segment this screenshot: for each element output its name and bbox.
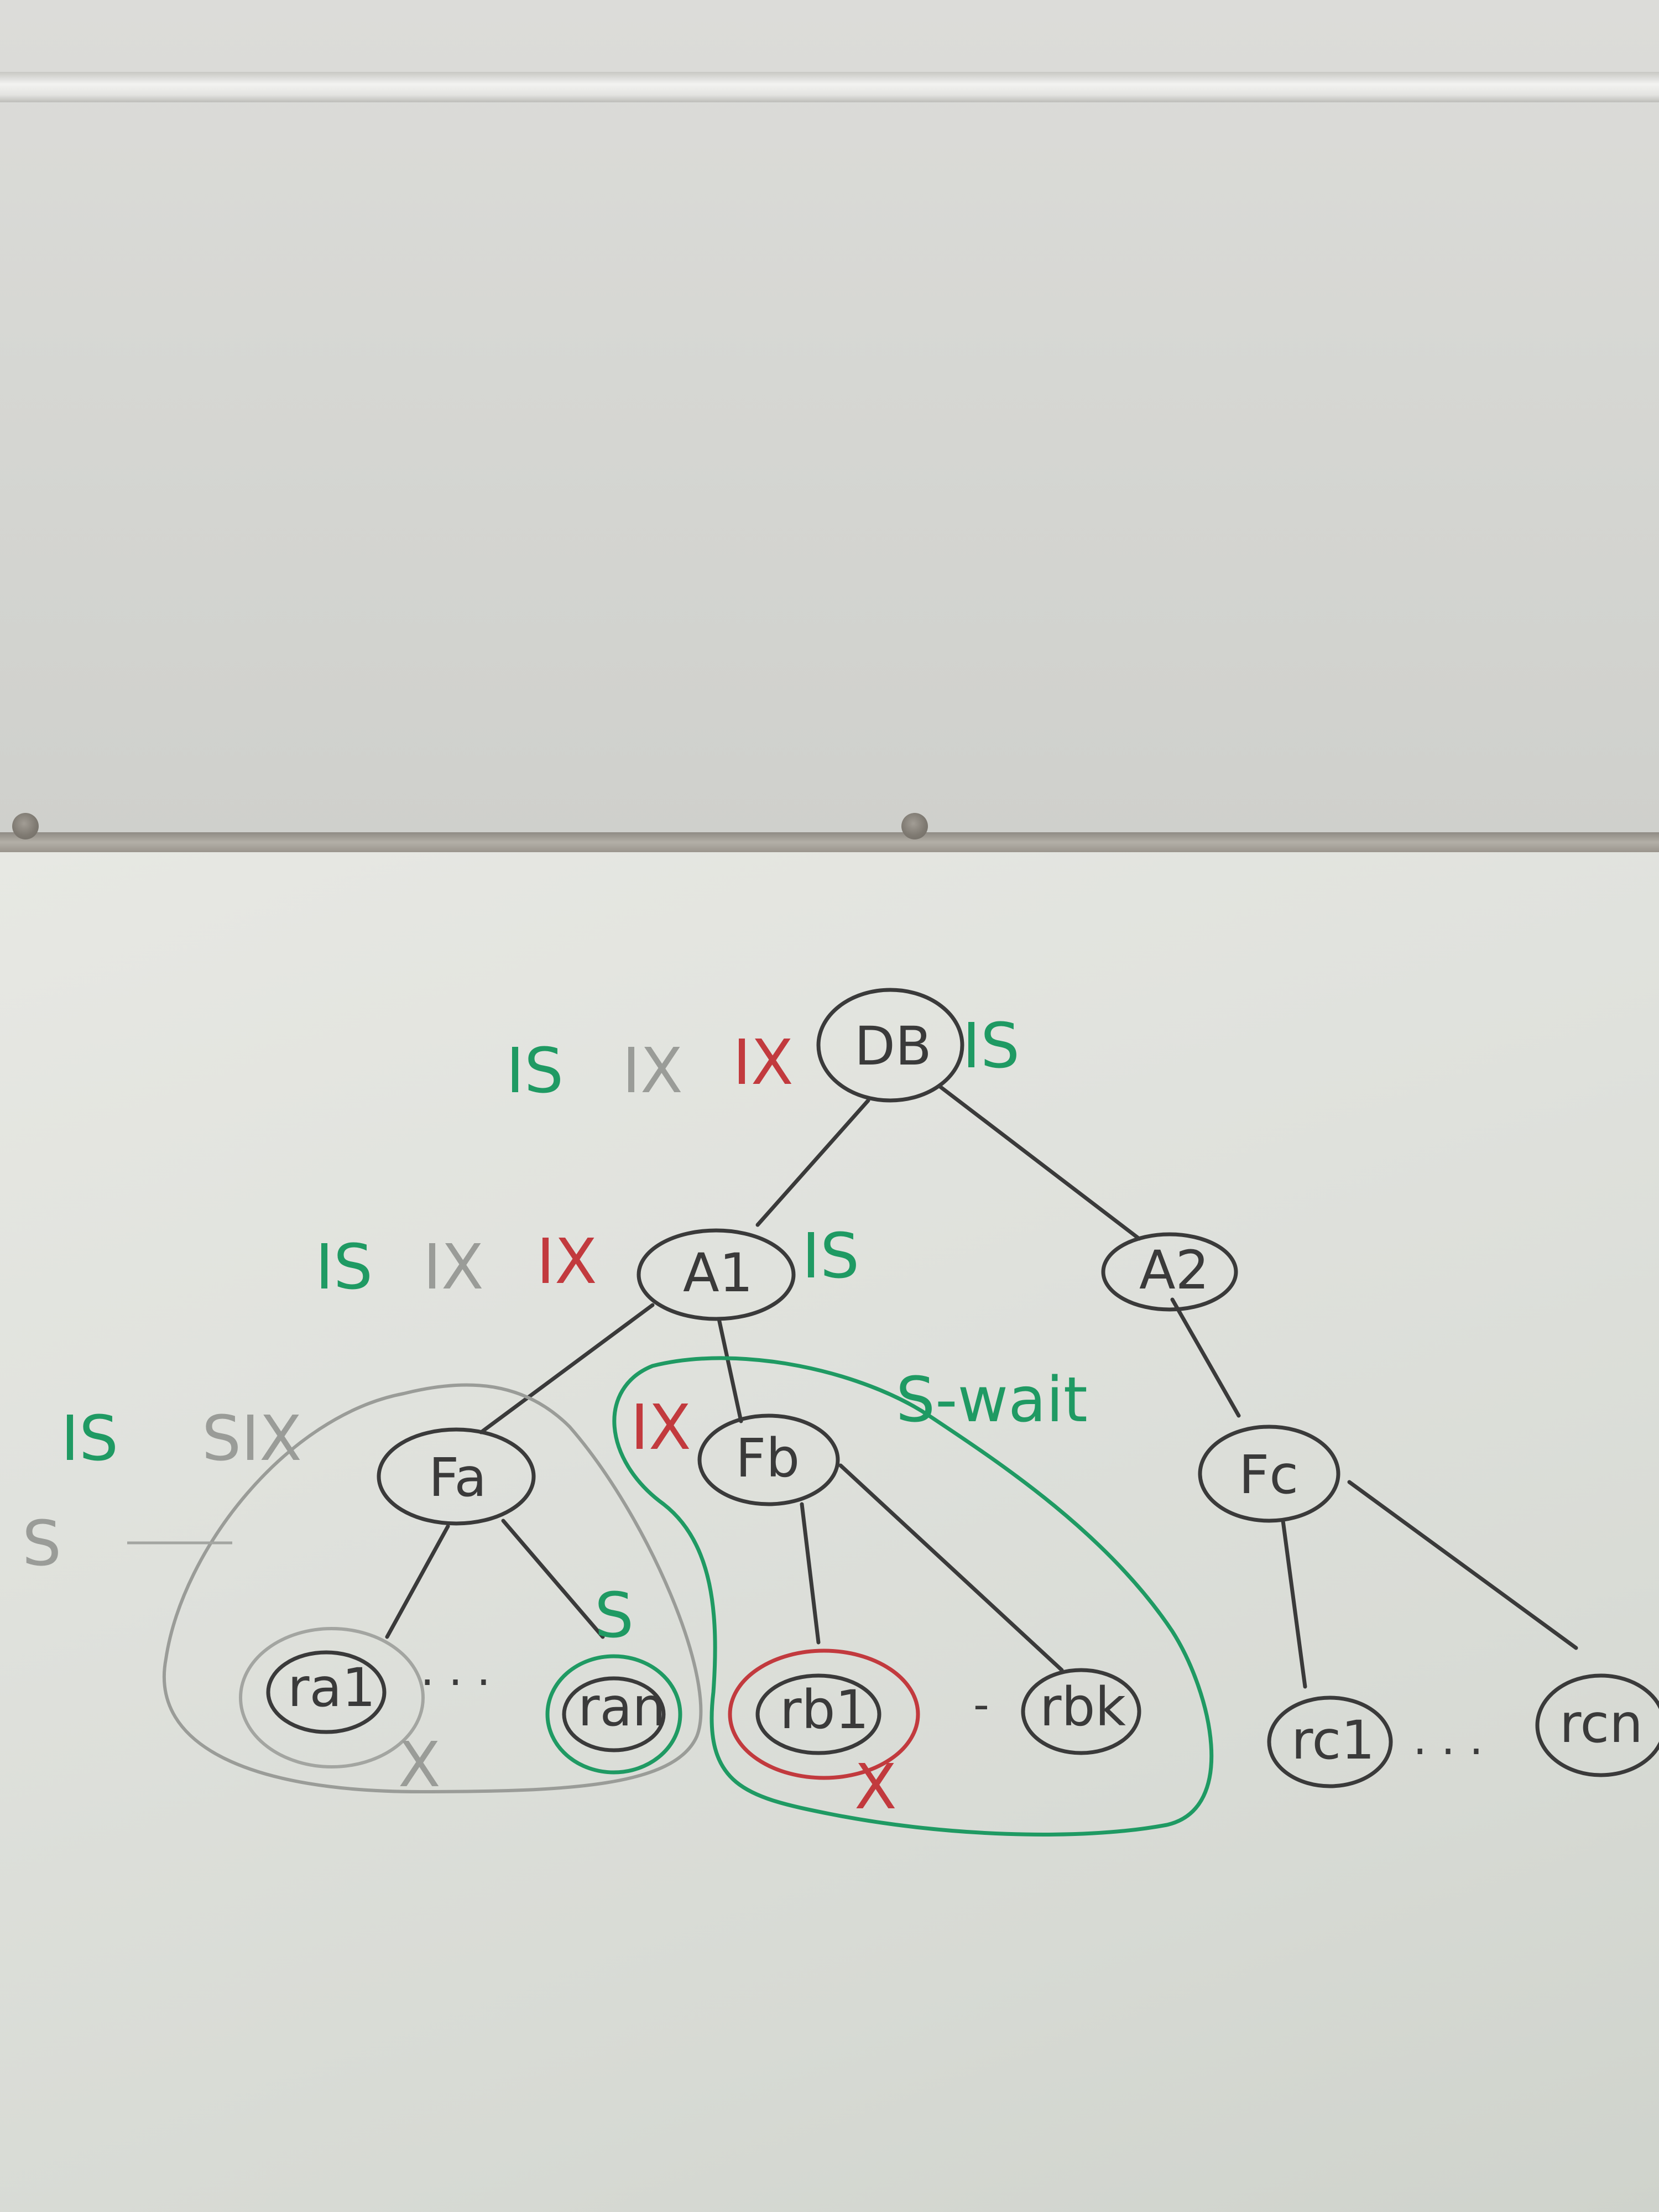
edge-a1-fb <box>717 1317 743 1423</box>
a1-is-left: IS <box>315 1232 373 1303</box>
node-fb <box>697 1413 840 1506</box>
node-db-label: DB <box>854 1015 932 1077</box>
edge-fb-rb1 <box>800 1502 821 1645</box>
edge-fc-rc1 <box>1281 1519 1307 1689</box>
edge-db-a1 <box>755 1098 870 1227</box>
edge-a2-fc <box>1170 1297 1241 1418</box>
node-a1 <box>637 1228 796 1321</box>
ran-s: S <box>594 1580 634 1652</box>
db-ix-grey: IX <box>622 1035 683 1107</box>
node-fc <box>1198 1425 1340 1523</box>
ellipsis-rb: - <box>973 1679 989 1730</box>
node-rbk <box>1021 1668 1141 1755</box>
whiteboard <box>0 852 1659 2212</box>
edge-fc-rcn <box>1347 1480 1578 1650</box>
lock-annotations: IS IX IX IS IS IX IX IS IS SIX S S IX S-… <box>22 1010 1483 1823</box>
screw-middle <box>901 813 928 839</box>
node-fa-label: Fa <box>429 1447 487 1509</box>
screw-left <box>12 813 39 839</box>
node-a2-label: A2 <box>1139 1239 1209 1301</box>
edge-a1-fa <box>479 1303 655 1434</box>
ellipsis-ra: · · · <box>420 1657 491 1708</box>
node-rb1 <box>755 1673 881 1755</box>
db-is-left: IS <box>506 1035 564 1107</box>
red-ring-rb1 <box>728 1648 920 1780</box>
fb-s-wait: S-wait <box>896 1364 1088 1436</box>
rb1-x-mark: X <box>854 1751 897 1823</box>
node-ran <box>562 1676 666 1752</box>
node-rcn-label: rcn <box>1559 1693 1643 1755</box>
node-a1-label: A1 <box>683 1242 753 1304</box>
fa-is: IS <box>61 1403 118 1475</box>
node-a2 <box>1101 1232 1238 1312</box>
fa-s-outer: S <box>22 1508 61 1580</box>
node-db <box>816 988 964 1103</box>
green-s-wait-outline <box>612 1356 1214 1837</box>
edge-fb-rbk <box>838 1463 1064 1672</box>
ra1-x-mark: X <box>398 1729 441 1801</box>
edge-fa-ran <box>501 1519 605 1639</box>
whiteboard-rail <box>0 832 1659 852</box>
node-rc1-label: rc1 <box>1291 1709 1375 1771</box>
node-ra1 <box>266 1650 387 1734</box>
node-ran-label: ran <box>578 1676 666 1738</box>
a1-is-right: IS <box>802 1220 859 1292</box>
a1-ix-grey: IX <box>423 1232 484 1303</box>
wall <box>0 0 1659 841</box>
fb-ix: IX <box>630 1392 691 1464</box>
db-ix-red: IX <box>733 1027 794 1099</box>
ceiling-trim <box>0 72 1659 102</box>
node-labels: DB A1 A2 Fa Fb Fc ra1 ran rb1 rbk rc1 rc… <box>288 1015 1643 1771</box>
db-is-right: IS <box>962 1010 1020 1082</box>
node-rbk-label: rbk <box>1040 1676 1126 1738</box>
edge-db-a2 <box>938 1084 1141 1241</box>
edge-fa-ra1 <box>385 1524 450 1639</box>
node-rb1-label: rb1 <box>780 1679 869 1741</box>
node-rcn <box>1535 1673 1659 1777</box>
ellipsis-rc: · · · <box>1413 1726 1483 1777</box>
green-ring-ran <box>545 1654 682 1775</box>
tree-edges <box>385 1084 1578 1689</box>
fa-six: SIX <box>202 1403 302 1475</box>
tree-nodes <box>266 988 1659 1788</box>
grey-subtree-outline <box>162 1383 703 1794</box>
node-ra1-label: ra1 <box>288 1657 375 1719</box>
a1-ix-red: IX <box>536 1226 597 1298</box>
node-fb-label: Fb <box>735 1427 800 1489</box>
node-rc1 <box>1267 1695 1393 1788</box>
node-fa <box>377 1427 536 1526</box>
node-fc-label: Fc <box>1239 1444 1298 1506</box>
grey-ring-ra1 <box>239 1627 425 1768</box>
